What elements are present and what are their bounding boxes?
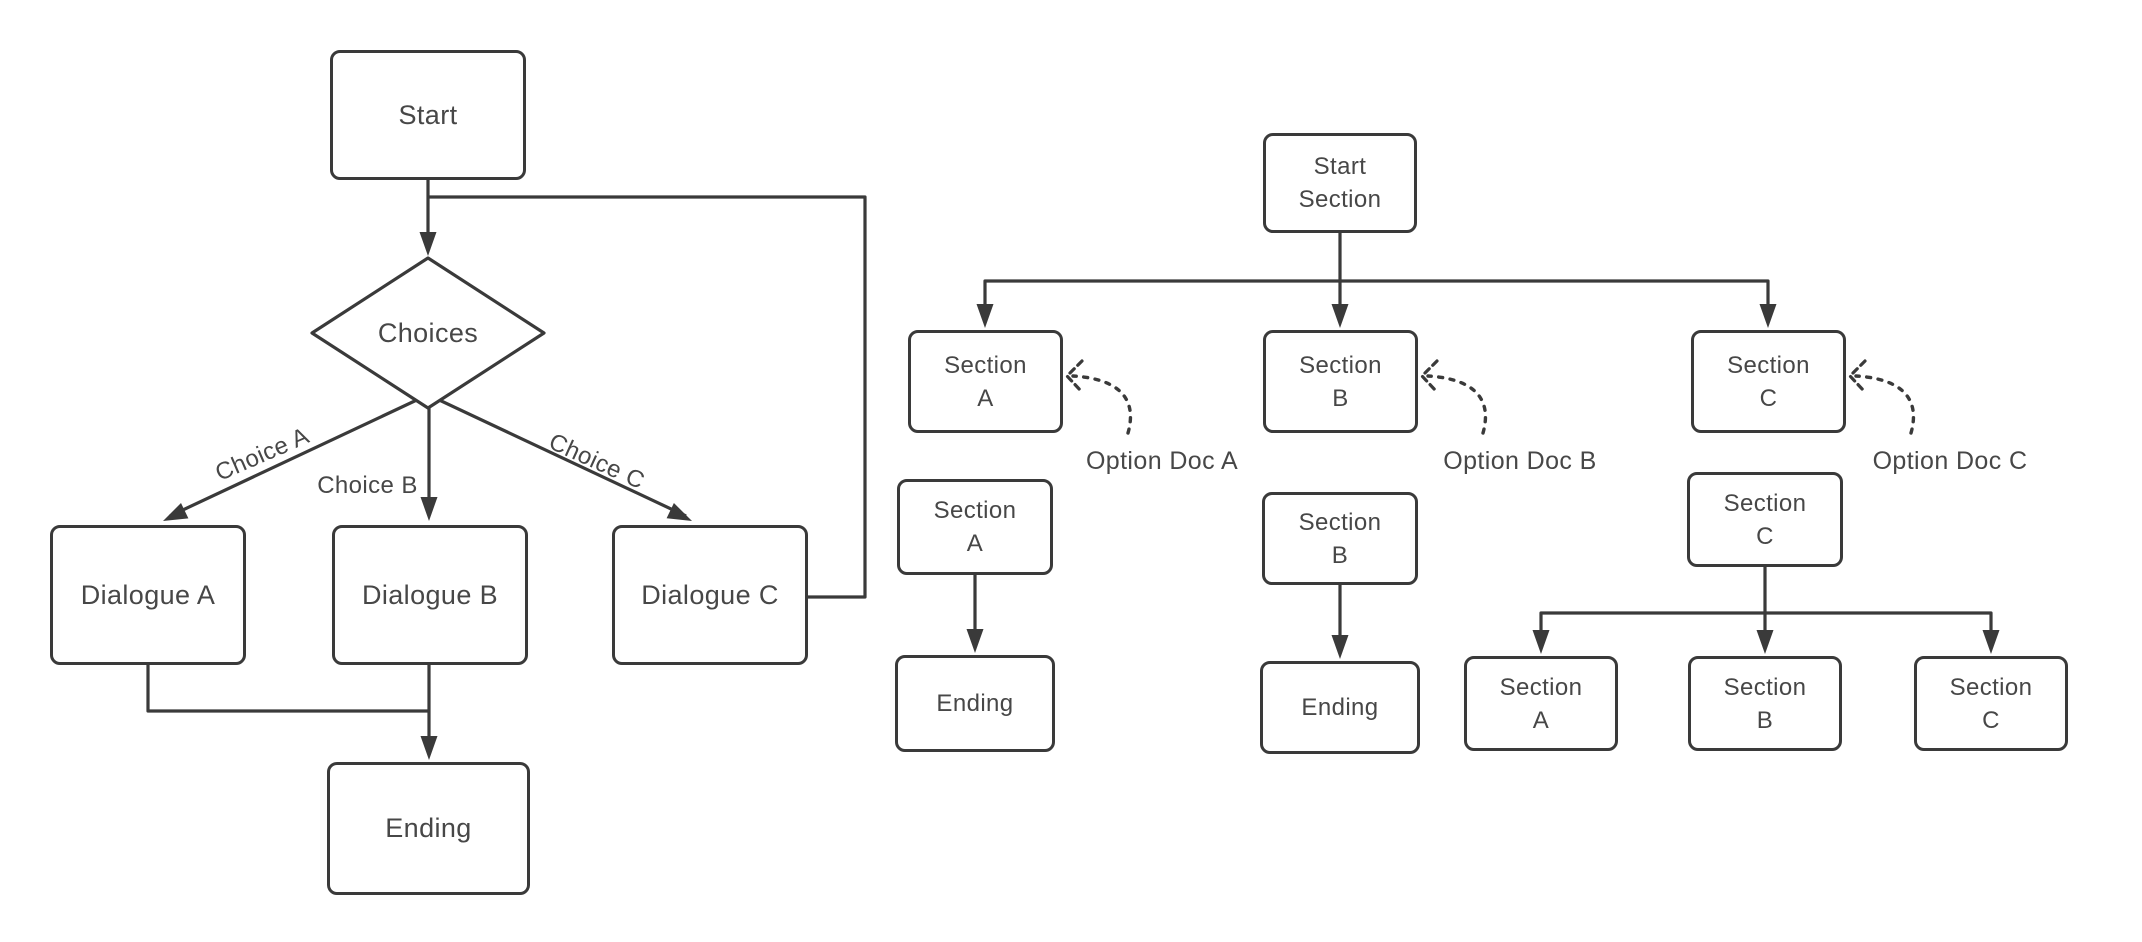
annotation-option-doc-b: Option Doc B: [1443, 446, 1597, 475]
node-choices-label: Choices: [377, 317, 479, 348]
dashed-callout-b: [1426, 374, 1488, 435]
arrowhead-into-child-a: [1532, 630, 1550, 654]
node-dialogue-c: Dialogue C: [612, 525, 808, 665]
node-section-c-row1: Section C: [1691, 330, 1846, 433]
dashed-callout-c-tip: [1847, 359, 1867, 393]
arrowhead-into-child-b: [1756, 630, 1774, 654]
node-child-section-b: Section B: [1688, 656, 1842, 751]
choices-diamond-shape: [310, 256, 546, 410]
node-ending-left: Ending: [327, 762, 530, 895]
node-section-a-row1: Section A: [908, 330, 1063, 433]
node-section-c-row2: Section C: [1687, 472, 1843, 567]
node-section-b-row2: Section B: [1262, 492, 1418, 585]
dashed-callout-a: [1071, 374, 1133, 435]
node-section-a-row2: Section A: [897, 479, 1053, 575]
arrowhead-into-ending-left: [420, 736, 438, 760]
node-start-section: Start Section: [1263, 133, 1417, 233]
arrowhead-into-child-c: [1982, 630, 2000, 654]
node-ending-b: Ending: [1260, 661, 1420, 754]
edge-dialogue-a-join: [146, 665, 429, 713]
arrowhead-into-dialogue-c: [666, 503, 692, 521]
arrowhead-into-section-c-row1: [1759, 304, 1777, 328]
edge-row1-rail: [983, 279, 1770, 320]
arrowhead-into-dialogue-a: [163, 503, 189, 521]
edge-dialogue-c-loopback: [428, 195, 867, 599]
annotation-option-doc-a: Option Doc A: [1085, 446, 1239, 475]
node-dialogue-b: Dialogue B: [332, 525, 528, 665]
node-child-section-a: Section A: [1464, 656, 1618, 751]
node-child-section-c: Section C: [1914, 656, 2068, 751]
dashed-callout-c: [1854, 374, 1916, 435]
node-start: Start: [330, 50, 526, 180]
arrowhead-into-ending-b: [1331, 635, 1349, 659]
node-ending-a: Ending: [895, 655, 1055, 752]
node-dialogue-a: Dialogue A: [50, 525, 246, 665]
node-section-b-row1: Section B: [1263, 330, 1418, 433]
dashed-callout-a-tip: [1064, 359, 1084, 393]
edge-subtree-rail: [1539, 611, 1993, 640]
arrowhead-into-section-b-row1: [1331, 304, 1349, 328]
edge-label-choice-b: Choice B: [317, 472, 418, 499]
dashed-callout-b-tip: [1419, 359, 1439, 393]
arrowhead-into-choices: [419, 232, 437, 256]
annotation-option-doc-c: Option Doc C: [1872, 446, 2028, 475]
arrowhead-into-section-a-row1: [976, 304, 994, 328]
arrowhead-into-ending-a: [966, 629, 984, 653]
arrowhead-into-dialogue-b: [420, 497, 438, 521]
